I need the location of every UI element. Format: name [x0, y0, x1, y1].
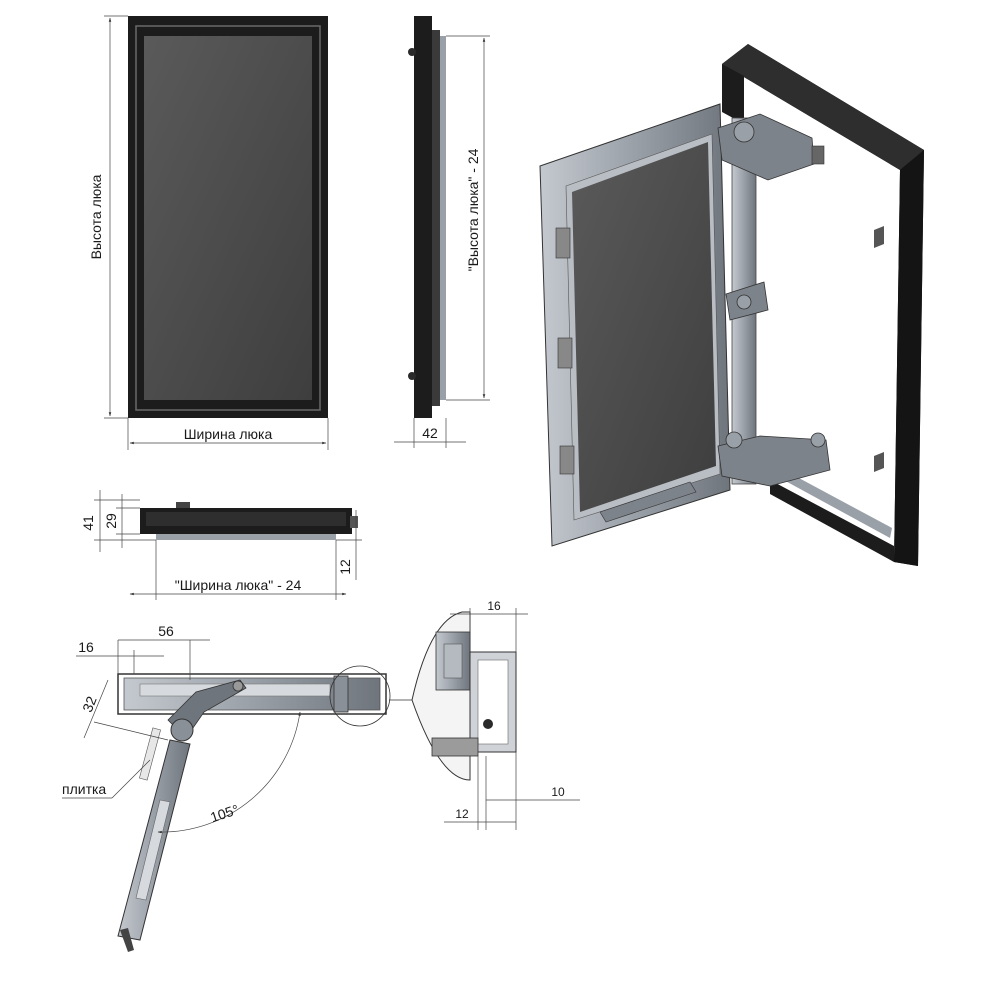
iso-frame-inner-lip	[780, 470, 892, 538]
frame-depth-label: 29	[103, 513, 119, 529]
bottom-profile	[156, 534, 336, 540]
tile-label: плитка	[62, 781, 106, 797]
side-view: "Высота люка" - 24 42	[394, 16, 490, 448]
section-view: 105° 16 56 32 плитка	[62, 623, 412, 952]
iso-opening	[744, 82, 896, 540]
bottom-hinge-left	[176, 502, 190, 508]
dim-32-line	[83, 679, 109, 739]
side-hinge-bottom	[408, 372, 416, 380]
front-frame-inner	[135, 25, 321, 411]
angle-arc	[157, 711, 301, 834]
detail-dim-10-label: 10	[551, 785, 565, 799]
inner-width-label: "Ширина люка" - 24	[175, 577, 302, 593]
iso-hinge-top	[717, 113, 825, 181]
dim-16-label: 16	[78, 639, 94, 655]
iso-latch-1	[555, 227, 571, 259]
side-profile	[440, 36, 446, 400]
section-lock	[333, 675, 349, 713]
dim-56-label: 56	[158, 623, 174, 639]
detail-seal	[483, 719, 493, 729]
iso-hinge-middle	[725, 281, 769, 321]
detail-hinge-block	[435, 631, 471, 691]
detail-dim-16-label: 16	[487, 599, 501, 613]
iso-frame-right	[894, 150, 924, 566]
side-panel	[432, 30, 440, 406]
iso-clip-2	[874, 452, 884, 472]
detail-dim-12-label: 12	[455, 807, 469, 821]
tile-strip	[139, 727, 161, 781]
hinge-pivot	[170, 718, 194, 742]
iso-link-arm	[599, 481, 697, 523]
inner-height-label: "Высота люка" - 24	[465, 148, 481, 271]
height-label: Высота люка	[88, 174, 104, 259]
angle-label: 105°	[208, 801, 240, 825]
total-depth-label: 41	[80, 515, 96, 531]
iso-frame-top	[722, 44, 924, 170]
dim-32-label: 32	[79, 694, 100, 715]
iso-latch-3	[559, 445, 575, 475]
side-hinge-top	[408, 48, 416, 56]
hinge-pivot-top	[232, 680, 244, 692]
iso-latch-2	[557, 337, 573, 369]
offset-label: 12	[337, 559, 353, 575]
bottom-view: 41 29 12 "Ширина люка" - 24	[80, 490, 362, 600]
iso-clip-1	[874, 226, 884, 248]
iso-frame-bottom	[770, 480, 894, 562]
bottom-panel	[146, 512, 346, 526]
front-panel	[144, 36, 312, 400]
iso-door-panel	[572, 142, 716, 512]
leaf-latch	[120, 928, 134, 952]
tile-leader	[111, 759, 151, 799]
depth-label: 42	[422, 425, 438, 441]
detail-view: 16 10 12	[411, 599, 580, 830]
isometric-view	[539, 44, 924, 566]
detail-frame-inner	[477, 659, 509, 745]
detail-tile	[431, 737, 479, 757]
width-label: Ширина люка	[184, 426, 273, 442]
iso-hinge-bottom	[717, 431, 831, 487]
detail-callout-circle	[329, 665, 391, 727]
side-frame	[414, 16, 432, 418]
bottom-hinge-right	[350, 516, 358, 528]
detail-hinge-pin	[443, 643, 463, 679]
iso-frame-left	[722, 64, 744, 124]
front-view: Высота люка Ширина люка	[88, 15, 329, 450]
